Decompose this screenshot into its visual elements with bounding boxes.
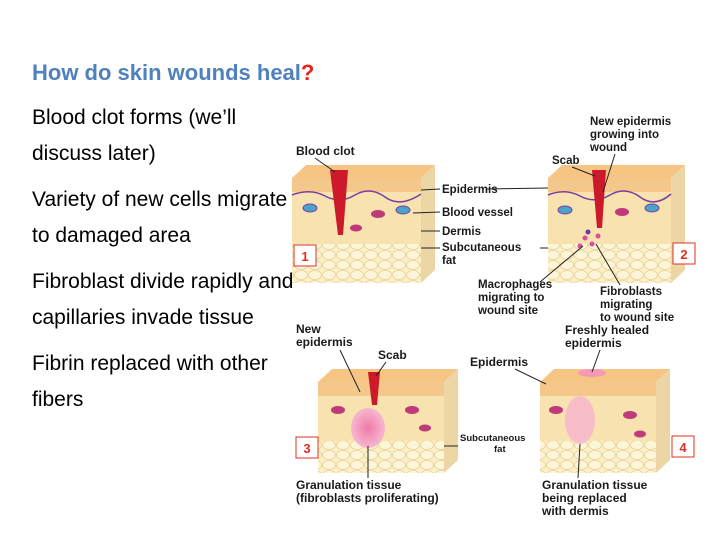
bullet-blood-clot: Blood clot forms (we’ll discuss later) [32, 106, 237, 165]
label-subcutaneous-line1: Subcutaneous [460, 433, 525, 444]
label-macrophages-line1: Macrophages [478, 279, 552, 291]
label-granulation-line1: Granulation tissue [296, 478, 402, 492]
label-freshly-healed-line1: Freshly healed [565, 323, 649, 337]
label-blood-clot: Blood clot [296, 144, 355, 158]
panel-1-number: 1 [301, 249, 308, 264]
label-new-epidermis-growing-line2: growing into [590, 129, 659, 141]
slide-title: How do skin wounds heal? [32, 60, 314, 86]
label-granulation-line2: (fibroblasts proliferating) [296, 491, 439, 505]
panel-4-number: 4 [679, 440, 687, 455]
label-granulation-replaced-line2: being replaced [542, 491, 627, 505]
label-epidermis: Epidermis [442, 184, 498, 196]
panel-1-number-box [293, 244, 317, 267]
label-epidermis-panel-4: Epidermis [470, 355, 528, 369]
panel-3-number-box [295, 436, 319, 459]
label-fibroblasts-line2: migrating [600, 299, 652, 311]
bullet-fibroblast: Fibroblast divide rapidly and capillarie… [32, 270, 294, 329]
label-new-epidermis-line2: epidermis [296, 335, 353, 349]
label-granulation-replaced-line3: with dermis [541, 504, 609, 518]
label-subcutaneous-fat-line2: fat [442, 255, 456, 267]
label-new-epidermis-growing-line1: New epidermis [590, 116, 671, 128]
label-granulation-replaced-line1: Granulation tissue [542, 478, 648, 492]
label-subcutaneous-line2: fat [494, 444, 506, 455]
slide-title-question-mark: ? [300, 60, 315, 85]
bullet-list: Blood clot forms (we’ll discuss later) V… [32, 100, 294, 428]
panel-3-skin-block [318, 369, 458, 473]
label-macrophages-line2: migrating to [478, 292, 544, 304]
bullet-fibrin: Fibrin replaced with other fibers [32, 352, 268, 411]
label-blood-vessel: Blood vessel [442, 207, 513, 219]
panel-2-number: 2 [680, 247, 687, 262]
label-new-epidermis-line1: New [296, 322, 321, 336]
slide-title-text: How do skin wounds heal [32, 60, 301, 85]
label-dermis: Dermis [442, 226, 481, 238]
panel-4-number-box [671, 435, 695, 458]
panel-2-number-box [672, 242, 696, 265]
label-fibroblasts-line1: Fibroblasts [600, 286, 662, 298]
label-fibroblasts-line3: to wound site [600, 312, 674, 324]
label-scab-panel-3: Scab [378, 348, 407, 362]
panel-3-number: 3 [303, 441, 310, 456]
label-macrophages-line3: wound site [477, 305, 538, 317]
label-scab-panel-2: Scab [552, 155, 580, 167]
label-subcutaneous-fat-line1: Subcutaneous [442, 242, 521, 254]
bullet-new-cells: Variety of new cells migrate to damaged … [32, 188, 288, 247]
panel-1-skin-block [291, 165, 435, 283]
panel-2-skin-block [547, 165, 685, 283]
wound-healing-diagram: 1 Blood clot Epidermis Blood vessel Derm… [291, 116, 696, 518]
panel-4-skin-block [540, 369, 670, 473]
label-freshly-healed-line2: epidermis [565, 336, 622, 350]
label-new-epidermis-growing-line3: wound [589, 142, 627, 154]
